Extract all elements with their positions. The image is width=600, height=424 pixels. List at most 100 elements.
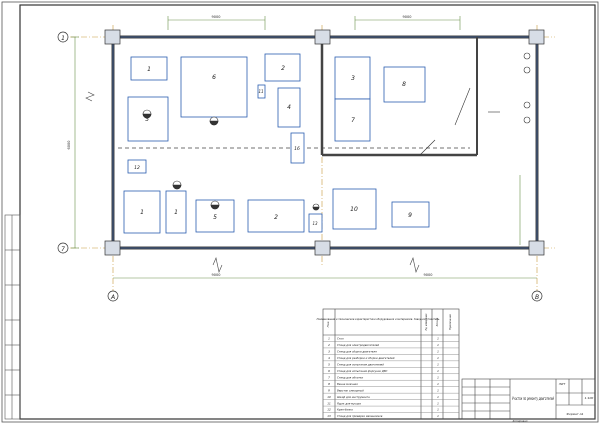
- spec-row-qty: 1: [437, 369, 439, 373]
- columns: [104, 29, 545, 256]
- spec-row-name: Стол: [337, 337, 344, 341]
- axis-markers: 1 7 A B: [57, 31, 543, 302]
- spec-row-name: Стенд для испытания форсунок ДВС: [337, 369, 388, 373]
- spec-table-grid: [323, 341, 459, 413]
- equipment-2b: [247, 199, 305, 233]
- spec-row-name: Кран-балка: [337, 408, 353, 412]
- equipment-label: 2: [281, 65, 285, 72]
- title-sheet: ЛИТ: [558, 382, 567, 386]
- spec-row-pos: 4: [328, 356, 330, 360]
- break-marks: [85, 91, 420, 273]
- spec-row-pos: 5: [328, 362, 330, 366]
- equipment-label: 12: [134, 165, 140, 171]
- equipment-labels: 1 5 6 2 4 12 16 11 3 7 8 1 1 5 2 13 10 9: [134, 65, 412, 226]
- spec-row-name: Ванна моечная: [337, 382, 358, 386]
- binding-strip: [4, 214, 21, 420]
- spec-row-qty: 1: [437, 414, 439, 418]
- spec-row-qty: 1: [437, 375, 439, 379]
- equipment-label: 1: [174, 209, 178, 216]
- equipment-label: 8: [402, 81, 406, 88]
- spec-row-name: Стенд для проверки механизмов: [337, 414, 383, 418]
- equipment-7: [334, 98, 371, 142]
- equipment-1: [130, 56, 168, 81]
- spec-row-name: Стенд для обкатки: [337, 375, 363, 379]
- spec-row-pos: 8: [328, 382, 330, 386]
- dimension-height: 6000: [67, 141, 71, 150]
- equipment-10: [332, 188, 377, 230]
- spec-row-name: Верстак слесарный: [337, 388, 364, 392]
- axis-left-label: A: [110, 294, 115, 301]
- dimension-top-right: 9000: [403, 15, 412, 19]
- spec-header-note: Примечание: [449, 314, 452, 330]
- operator-markers: [142, 109, 320, 211]
- title-scale: 1:100: [585, 396, 594, 400]
- equipment-label: 3: [351, 75, 355, 82]
- axis-right-label: B: [535, 294, 539, 301]
- equipment-1b: [123, 190, 161, 234]
- spec-row-pos: 3: [328, 350, 330, 354]
- equipment-16: [290, 132, 305, 164]
- spec-row-pos: 2: [328, 343, 330, 347]
- spec-header-unit: Ед. измерения: [425, 313, 428, 330]
- axis-top-label: 1: [61, 35, 65, 42]
- equipment-6: [180, 56, 248, 118]
- spec-row-qty: 1: [437, 350, 439, 354]
- title-block: [461, 378, 596, 420]
- spec-row-name: Шкаф для инструмента: [337, 395, 370, 399]
- equipment-8: [383, 66, 426, 103]
- spec-header-qty: Кол-во: [436, 317, 439, 326]
- spec-row-qty: 1: [437, 382, 439, 386]
- dimension-lines: [71, 16, 537, 279]
- spec-row-pos: 13: [327, 414, 331, 418]
- sanitary-fixtures: [419, 52, 531, 156]
- equipment-9: [391, 201, 430, 228]
- spec-row-qty: 1: [437, 356, 439, 360]
- equipment-label: 2: [274, 214, 278, 221]
- equipment-label: 4: [287, 104, 291, 111]
- spec-table-header: Поз. Наименование и технические характер…: [317, 313, 452, 330]
- spec-row-qty: 1: [437, 343, 439, 347]
- equipment-label: 5: [213, 214, 217, 221]
- spec-row-pos: 9: [328, 388, 330, 392]
- equipment-label: 6: [212, 74, 216, 81]
- equipment-5: [127, 96, 169, 142]
- spec-header-name: Наименование и технические характеристик…: [317, 318, 440, 321]
- dimension-right-width: 9000: [424, 273, 433, 277]
- spec-row-name: Стенд для испытания двигателей: [337, 362, 384, 366]
- equipment-1c: [165, 190, 187, 234]
- equipment-2-top: [264, 53, 301, 82]
- dimension-left-width: 9000: [212, 273, 221, 277]
- spec-table: [322, 308, 460, 420]
- spec-row-name: Стенд для сборки двигателя: [337, 350, 377, 354]
- spec-row-pos: 6: [328, 369, 330, 373]
- spec-row-pos: 10: [327, 395, 331, 399]
- equipment-label: 9: [408, 212, 412, 219]
- spec-row-qty: 1: [437, 395, 439, 399]
- inner-frame: [19, 4, 596, 420]
- equipment-label: 10: [350, 206, 358, 213]
- title-text: Участок по ремонту двигателей: [512, 396, 554, 402]
- equipment-label: 1: [140, 209, 144, 216]
- spec-row-qty: 1: [437, 388, 439, 392]
- spec-row-qty: 1: [437, 401, 439, 405]
- spec-row-qty: 1: [437, 337, 439, 341]
- dimension-top-left: 9000: [212, 15, 221, 19]
- axis-bottom-label: 7: [61, 246, 65, 253]
- equipment-label: 5: [145, 116, 149, 123]
- title-format: Формат А1: [566, 412, 583, 416]
- equipment-blocks: [123, 53, 430, 234]
- equipment-3: [334, 56, 371, 100]
- spec-row-pos: 11: [327, 401, 331, 405]
- equipment-12: [127, 159, 147, 174]
- spec-row-qty: 1: [437, 408, 439, 412]
- equipment-11: [257, 84, 266, 99]
- spec-row-pos: 7: [328, 375, 330, 379]
- equipment-label: 11: [258, 89, 263, 94]
- spec-row-pos: 1: [328, 337, 330, 341]
- equipment-label: 7: [351, 117, 355, 124]
- spec-row-pos: 12: [327, 408, 331, 412]
- spec-header-pos: Поз.: [326, 321, 330, 328]
